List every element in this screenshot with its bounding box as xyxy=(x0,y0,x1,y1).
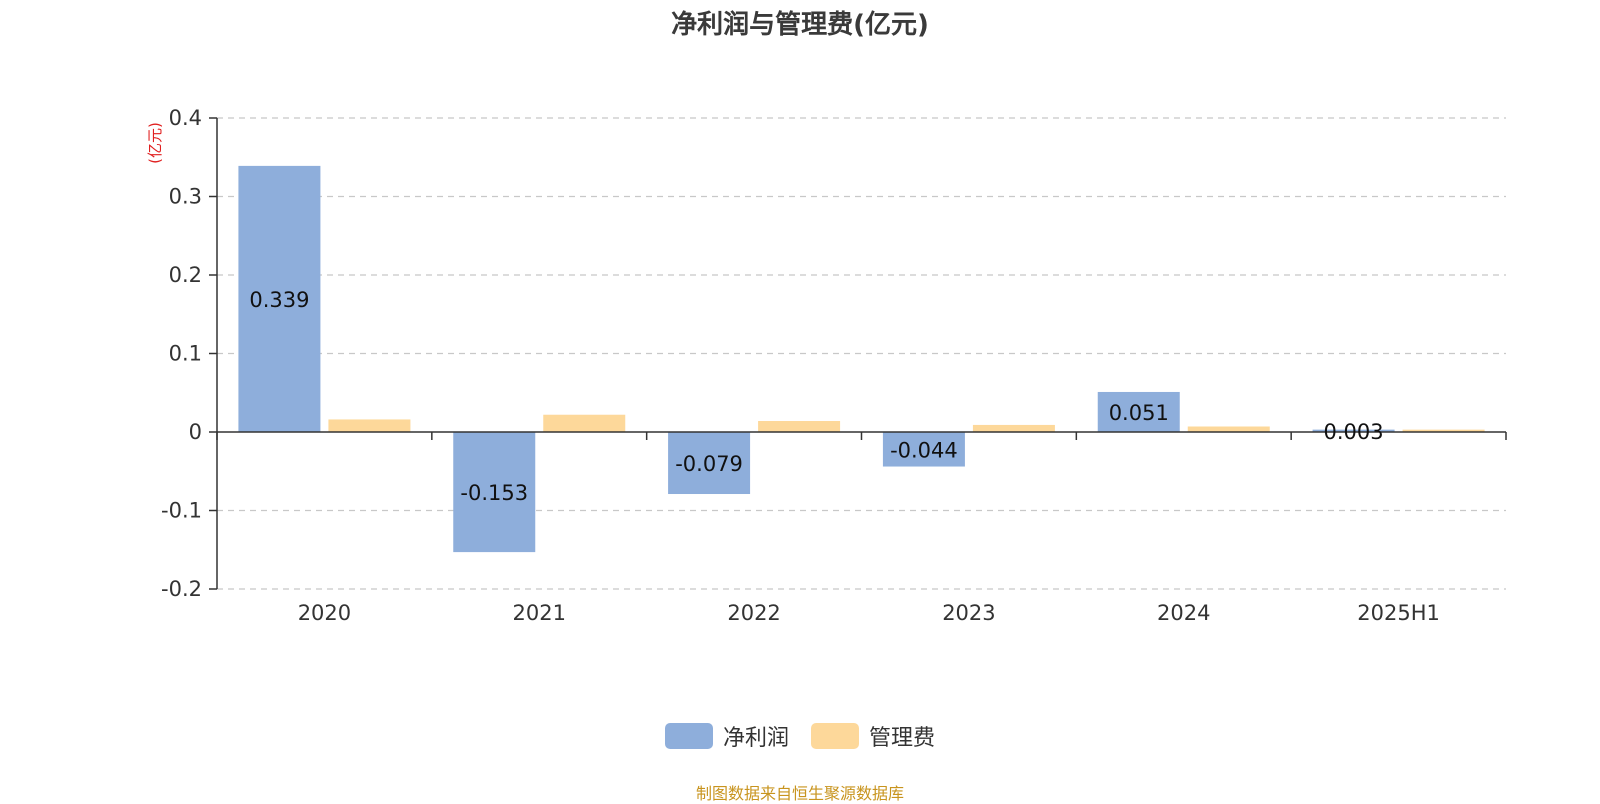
legend-label-net-profit: 净利润 xyxy=(722,726,789,751)
legend-swatch-net-profit xyxy=(664,723,713,749)
bar-net-profit[interactable] xyxy=(1097,391,1180,432)
y-tick-label: 0.2 xyxy=(169,263,202,287)
x-tick-label: 2024 xyxy=(1157,601,1210,625)
data-source-note: 制图数据来自恒生聚源数据库 xyxy=(695,784,904,803)
bar-net-profit[interactable] xyxy=(1312,429,1395,432)
x-tick-label: 2023 xyxy=(942,601,995,625)
bar-management-fee[interactable] xyxy=(328,419,411,432)
data-label: -0.153 xyxy=(460,481,528,505)
data-label: 0.339 xyxy=(249,288,309,312)
y-tick-label: 0 xyxy=(189,420,202,444)
bar-net-profit[interactable] xyxy=(238,165,321,432)
labels: 0.4 0.3 0.2 0.1 0 -0.1 -0.2 (亿元) 0.339 2020 -0.153… xyxy=(146,106,1440,625)
legend-item-net-profit[interactable]: 净利润 xyxy=(664,720,789,752)
bar-management-fee[interactable] xyxy=(758,421,841,432)
bar-management-fee[interactable] xyxy=(972,424,1055,432)
x-tick-label: 2020 xyxy=(298,601,351,625)
bar-management-fee[interactable] xyxy=(1402,429,1485,432)
grid-lines xyxy=(217,117,1506,590)
x-tick-label: 2021 xyxy=(513,601,566,625)
data-label: 0.003 xyxy=(1324,420,1384,444)
chart-title: 净利润与管理费(亿元) xyxy=(671,10,929,40)
x-tick-label: 2025H1 xyxy=(1357,601,1440,625)
data-label: -0.079 xyxy=(675,452,743,476)
bar-net-profit[interactable] xyxy=(668,432,751,495)
data-label: 0.051 xyxy=(1109,401,1169,425)
x-tick-label: 2022 xyxy=(727,601,780,625)
y-tick-label: -0.1 xyxy=(161,499,202,523)
axes xyxy=(209,117,1507,590)
legend: 净利润 管理费 xyxy=(0,720,1600,752)
bar-net-profit[interactable] xyxy=(453,432,536,553)
y-tick-label: -0.2 xyxy=(161,577,202,601)
y-axis-unit-label: (亿元) xyxy=(146,122,164,164)
y-tick-label: 0.4 xyxy=(169,106,202,130)
bar-management-fee[interactable] xyxy=(543,414,626,432)
bar-net-profit[interactable] xyxy=(882,432,965,467)
bar-management-fee[interactable] xyxy=(1187,426,1270,432)
legend-item-management-fee[interactable]: 管理费 xyxy=(811,720,935,752)
legend-label-management-fee: 管理费 xyxy=(869,726,936,751)
bars xyxy=(238,165,1485,553)
y-tick-label: 0.3 xyxy=(169,185,202,209)
y-tick-label: 0.1 xyxy=(169,342,202,366)
legend-swatch-management-fee xyxy=(811,723,859,749)
data-label: -0.044 xyxy=(890,438,958,462)
